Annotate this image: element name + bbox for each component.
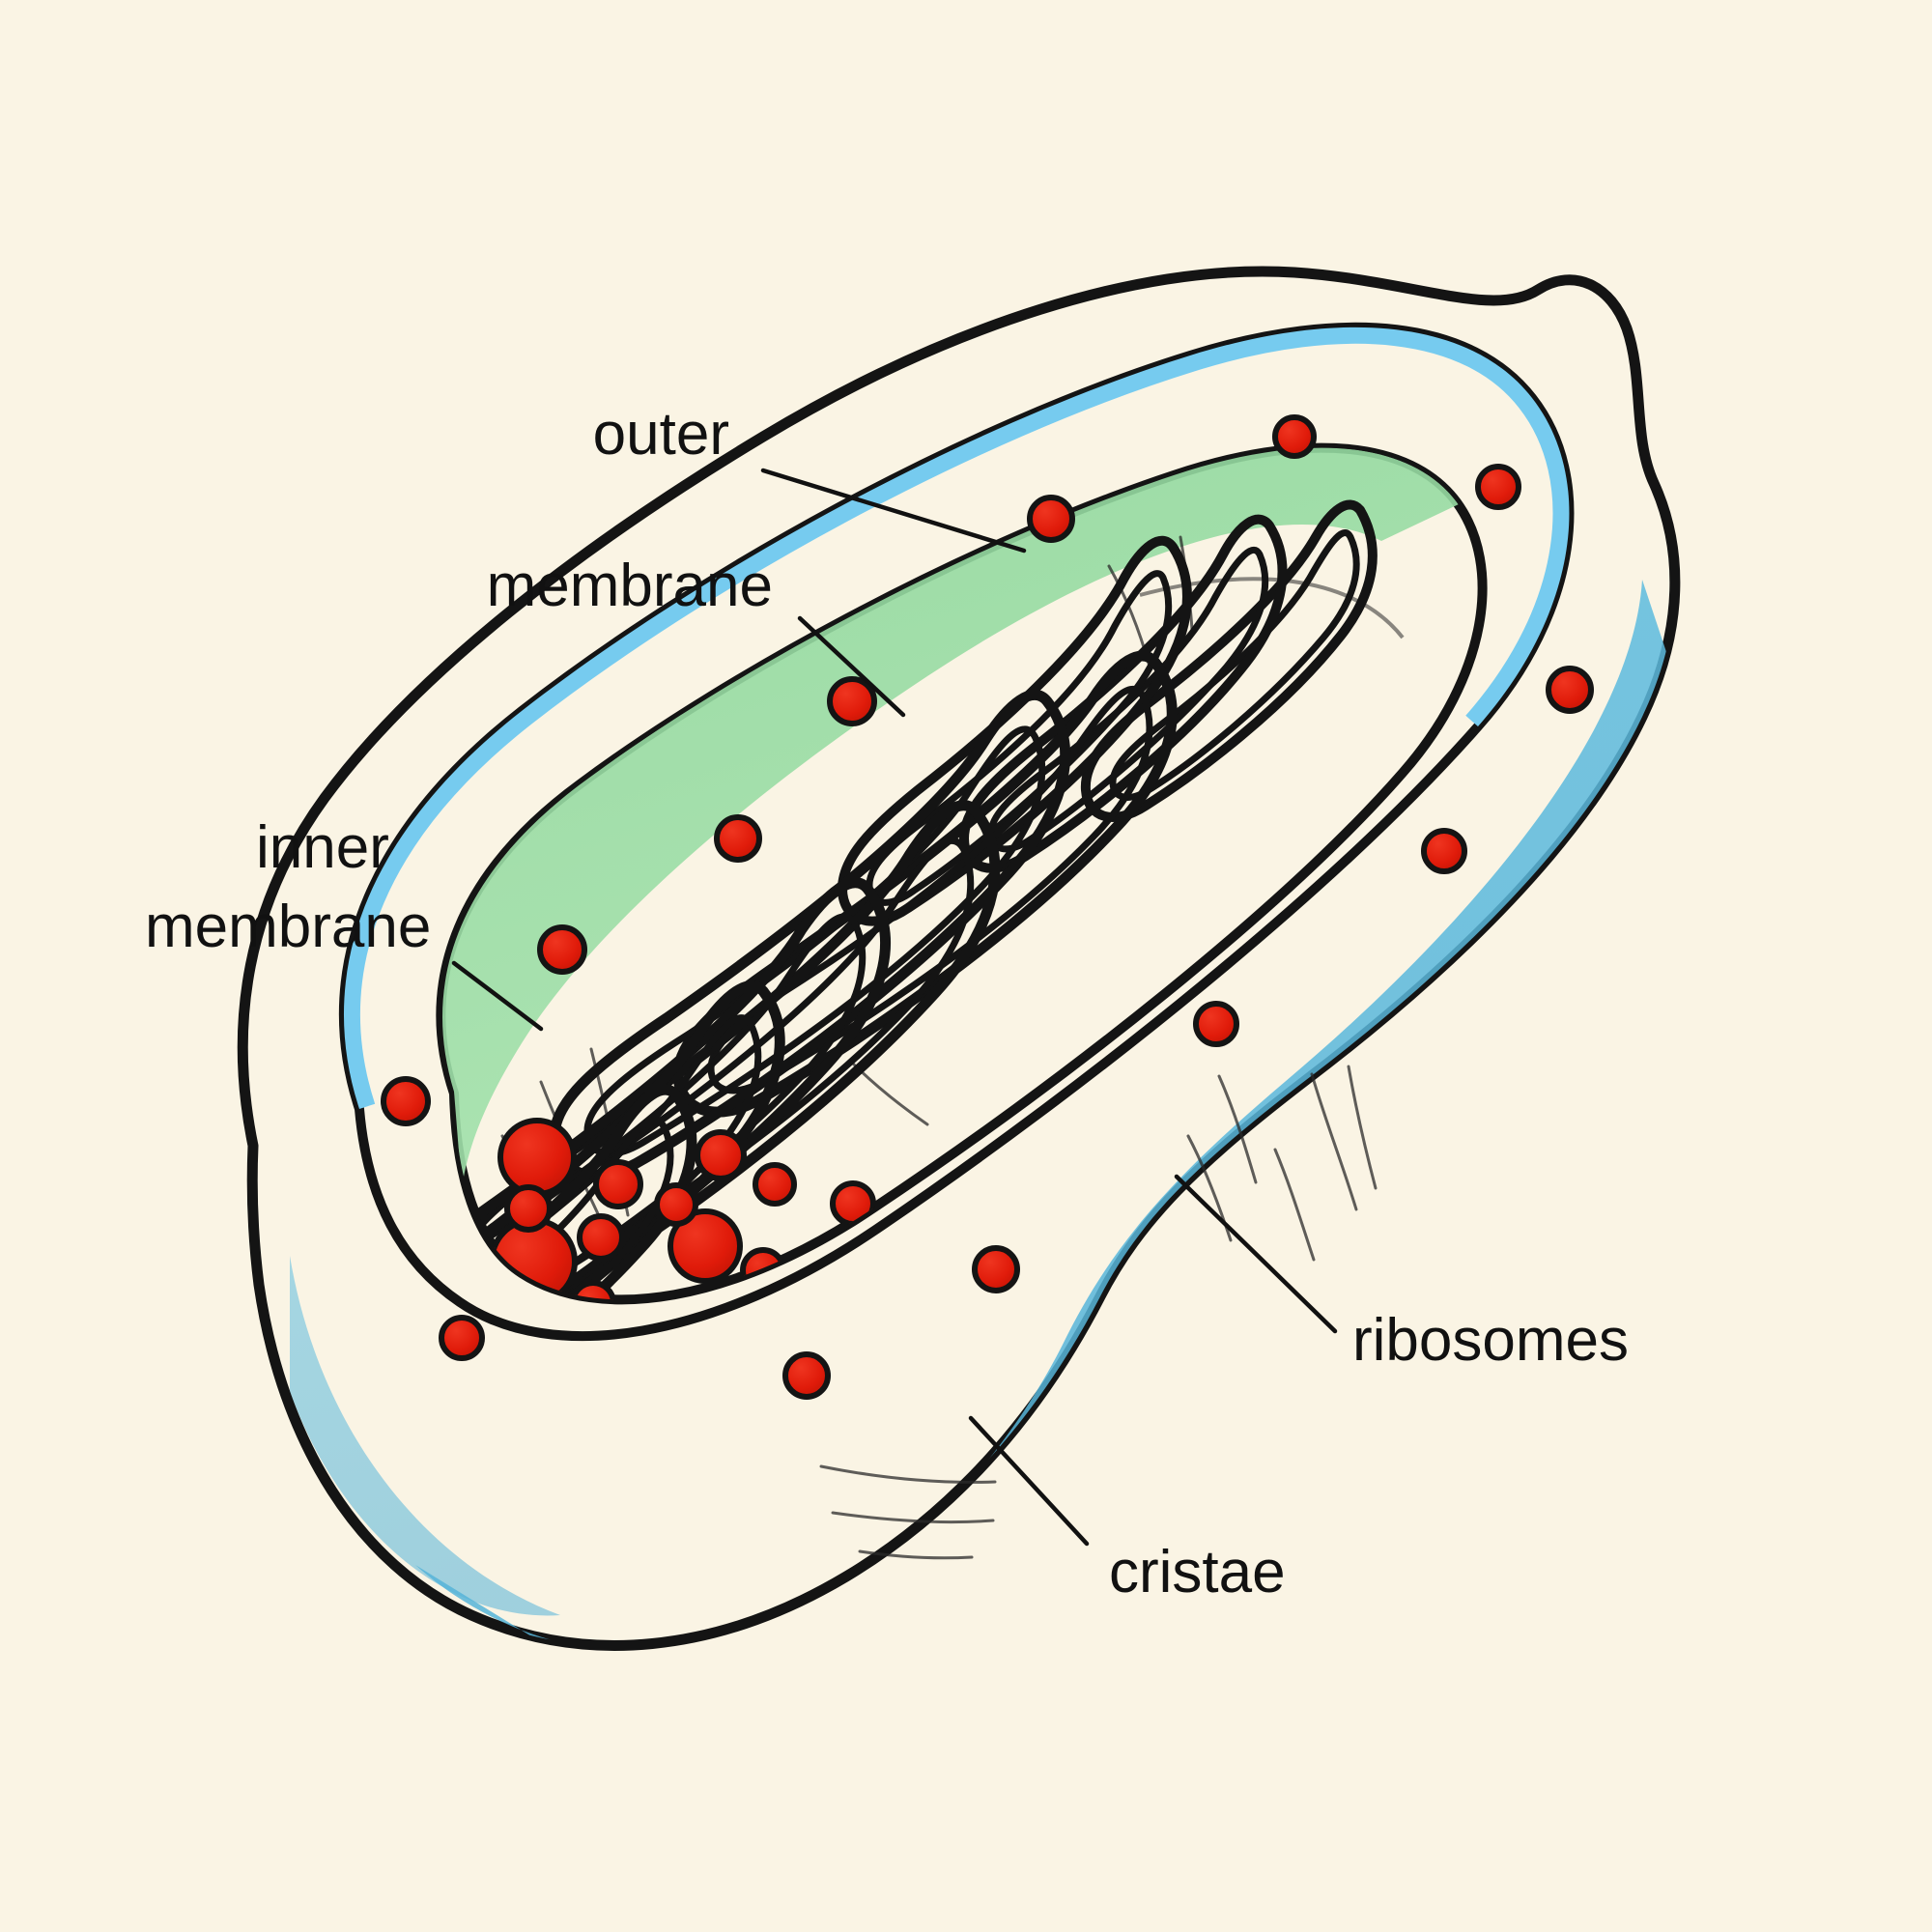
ribosome <box>1475 464 1521 510</box>
outer-body-texture <box>819 1065 1378 1560</box>
ribosome <box>714 814 762 863</box>
label-inner-membrane: membrane <box>145 894 431 960</box>
label-cristae: cristae <box>1109 1539 1286 1605</box>
ribosome <box>827 676 877 726</box>
ribosome <box>1193 1001 1239 1047</box>
label-leader-lines <box>451 468 1338 1547</box>
matrix-shading <box>442 447 1459 1188</box>
ribosome <box>439 1315 485 1361</box>
ribosome <box>381 1076 431 1126</box>
crista <box>440 877 891 1300</box>
leader-line-inner-membrane <box>451 960 544 1032</box>
ribosome <box>1546 666 1594 714</box>
leader-line-cristae <box>968 1415 1090 1547</box>
ribosome <box>1272 414 1317 459</box>
crista <box>440 1084 697 1300</box>
ribosome <box>577 1213 625 1262</box>
label-outer: outer <box>593 401 729 468</box>
ribosome <box>753 1162 797 1207</box>
ribosomes-matrix-group <box>489 1118 945 1399</box>
ribosomes-intermembrane-group <box>381 414 1594 1400</box>
leader-line-outer <box>760 468 1027 554</box>
ribosome <box>668 1208 743 1284</box>
leader-line-ribosomes <box>1174 1174 1338 1334</box>
intermembrane-space <box>338 322 1575 1342</box>
label-inner: inner <box>256 814 389 881</box>
ribosome <box>497 1118 577 1197</box>
ribosome <box>504 1184 553 1233</box>
cristae-group <box>440 499 1378 1300</box>
ribosome <box>654 1182 698 1227</box>
ribosome <box>592 1335 656 1399</box>
ribosome <box>593 1159 643 1209</box>
label-membrane: membrane <box>487 553 773 619</box>
ribosome <box>1027 495 1075 543</box>
label-text-group: outer membrane inner membrane ribosomes crist… <box>145 401 1629 1605</box>
leader-line-membrane <box>797 615 906 718</box>
ribosome <box>537 924 587 975</box>
ribosome <box>972 1245 1020 1293</box>
ribosome <box>1421 828 1467 874</box>
ribosome <box>570 1280 616 1300</box>
label-ribosomes: ribosomes <box>1352 1307 1629 1374</box>
ribosome <box>782 1351 831 1400</box>
ribosome <box>695 1129 747 1181</box>
ribosome <box>516 1354 558 1397</box>
